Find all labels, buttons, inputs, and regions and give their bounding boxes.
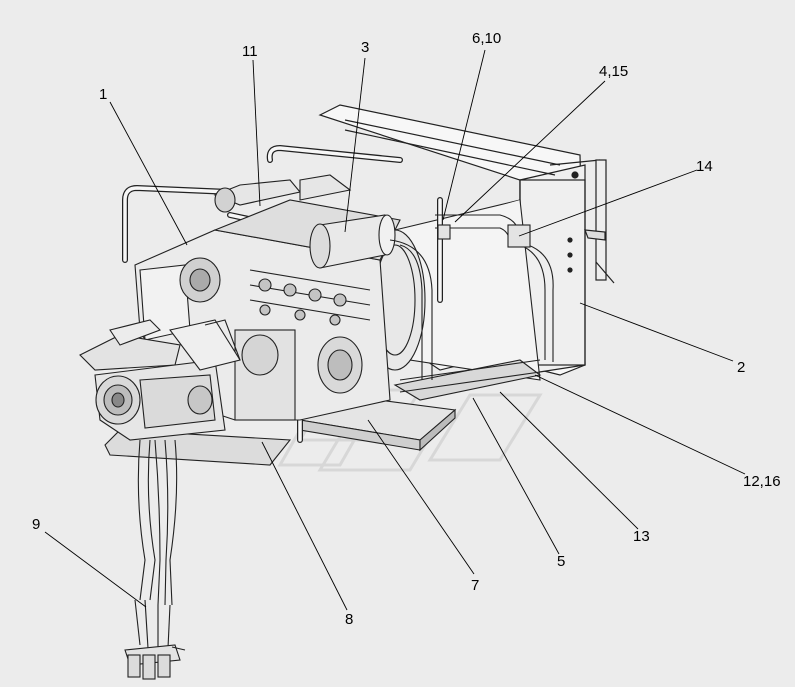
callout-9: 9	[32, 516, 41, 533]
callout-14: 14	[696, 158, 713, 175]
fan-shroud	[364, 199, 541, 381]
callout-12-16: 12,16	[743, 473, 781, 490]
callout-2: 2	[737, 359, 746, 376]
fitting-block	[124, 644, 186, 680]
callout-7: 7	[471, 577, 480, 594]
callout-6-10: 6,10	[472, 30, 502, 47]
callout-4-15: 4,15	[599, 63, 629, 80]
callout-1: 1	[99, 86, 108, 103]
leader-lines	[44, 49, 746, 611]
callout-11: 11	[242, 43, 258, 60]
callout-13: 13	[633, 528, 650, 545]
air-filter	[213, 174, 396, 269]
hydraulic-lines	[134, 439, 178, 650]
callout-8: 8	[345, 611, 354, 628]
hydraulic-pump	[79, 319, 241, 441]
callout-3: 3	[361, 39, 370, 56]
callout-5: 5	[557, 553, 566, 570]
